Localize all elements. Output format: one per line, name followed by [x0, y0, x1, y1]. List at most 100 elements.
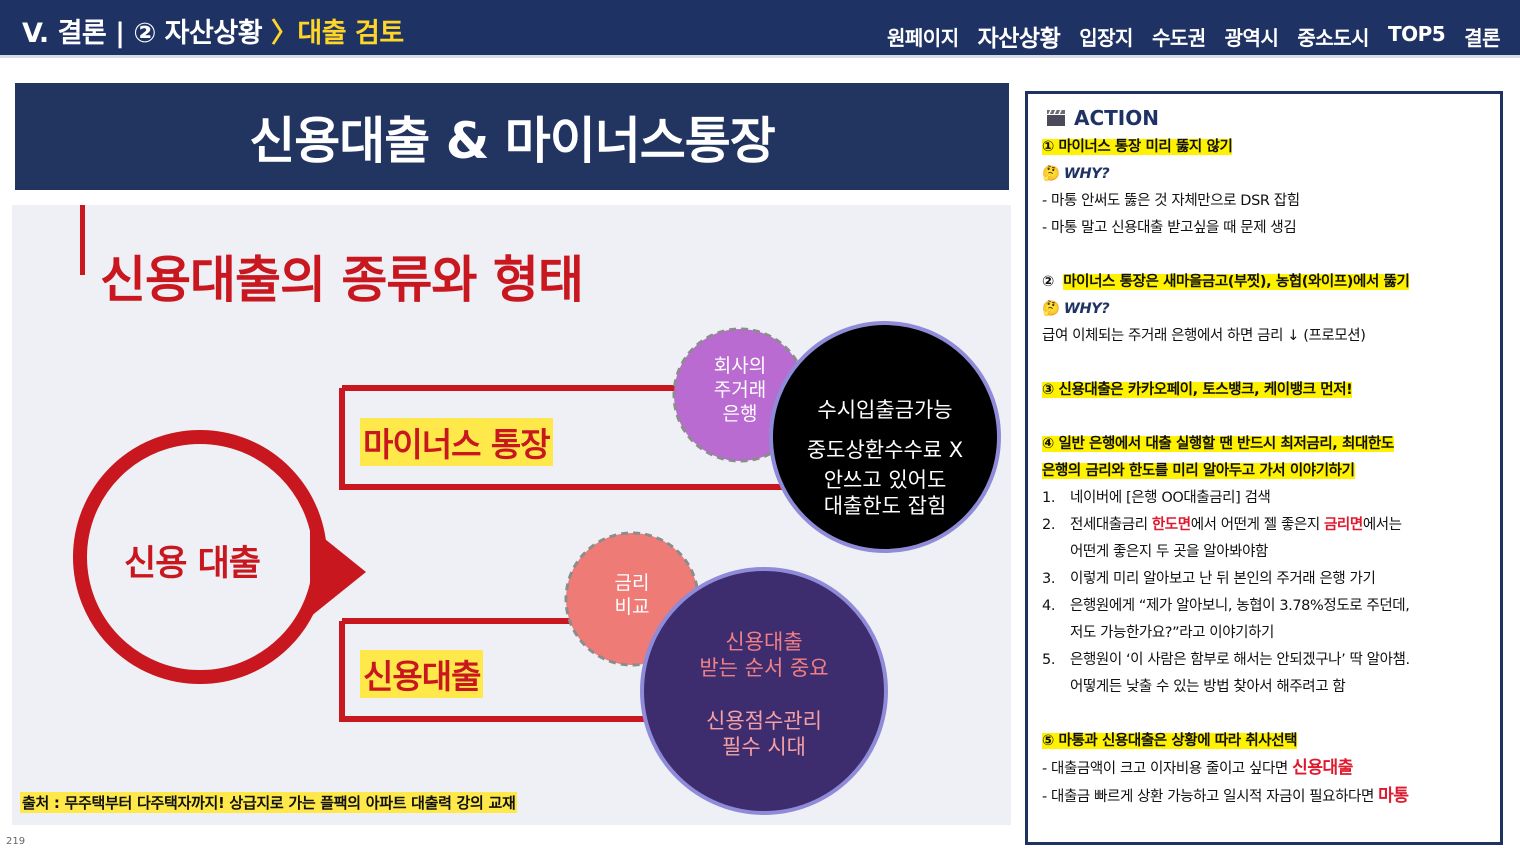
minus-feature-line: 중도상환수수료 X — [806, 437, 964, 462]
action-item-5-text: - 대출금 빠르게 상환 가능하고 일시적 자금이 필요하다면 — [1042, 789, 1379, 805]
action-item-4-title: ④ 일반 은행에서 대출 실행할 땐 반드시 최저금리, 최대한도 — [1042, 436, 1394, 452]
step-5-cont: 어떻게든 낮출 수 있는 방법 찾아서 해주려고 함 — [1070, 679, 1346, 695]
page-number: 219 — [6, 836, 26, 847]
minus-feature-line: 수시입출금가능 — [817, 398, 953, 422]
thinking-face-icon: 🤔 — [1042, 301, 1060, 317]
minus-feature-line: 대출한도 잡힘 — [823, 494, 947, 519]
action-item-2: ② 마이너스 통장은 새마을금고(부찟), 농협(와이프)에서 뚫기 — [1042, 269, 1490, 296]
section-title: V. 결론 | ② 자산상황 〉대출 검토 — [22, 11, 404, 50]
lower-connector — [339, 621, 652, 722]
step-3: 3. 이렇게 미리 알아보고 난 뒤 본인의 주거래 은행 가기 — [1042, 566, 1490, 593]
action-item-2-title: 마이너스 통장은 새마을금고(부찟), 농협(와이프)에서 뚫기 — [1063, 274, 1410, 290]
minus-account-label: 마이너스 통장 — [360, 418, 553, 466]
step-4: 4. 은행원에게 “제가 알아보니, 농협이 3.78%정도로 주던데, — [1042, 593, 1490, 620]
step-4-cont: 저도 가능한가요?”라고 이야기하기 — [1070, 625, 1274, 641]
section-title-main: V. 결론 | ② 자산상황 — [22, 18, 271, 49]
action-item-1: ① 마이너스 통장 미리 뚫지 않기 — [1042, 134, 1490, 161]
action-heading: ACTION — [1046, 106, 1490, 130]
step-text: 에서는 — [1362, 517, 1402, 533]
credit-order-text: 신용대출 받는 순서 중요 — [664, 629, 864, 682]
title-accent-bar — [80, 205, 85, 275]
action-item-2-line: 급여 이체되는 주거래 은행에서 하면 금리 ↓ (프로모션) — [1042, 328, 1366, 344]
company-bank-line: 은행 — [722, 402, 758, 425]
step-emphasis: 한도면 — [1151, 517, 1191, 533]
action-item-1-line: - 마통 안써도 뚫은 것 자체만으로 DSR 잡힘 — [1042, 193, 1300, 209]
banner-title: 신용대출 & 마이너스통장 — [249, 111, 775, 170]
action-item-4-title: 은행의 금리와 한도를 미리 알아두고 가서 이야기하기 — [1042, 463, 1355, 479]
thinking-face-icon: 🤔 — [1042, 166, 1060, 182]
action-item-5-emphasis: 마통 — [1378, 786, 1409, 806]
why-line: 🤔 WHY? — [1042, 161, 1490, 188]
center-credit-loan-label: 신용 대출 — [124, 544, 261, 584]
why-label: WHY? — [1063, 301, 1110, 317]
source-citation: 출처 : 무주택부터 다주택자까지! 상급지로 가는 플팩의 아파트 대출력 강… — [20, 792, 518, 813]
action-item-5-line: - 대출금액이 크고 이자비용 줄이고 싶다면 신용대출 — [1042, 755, 1490, 783]
nav-item-top5[interactable]: TOP5 — [1387, 22, 1446, 46]
nav-item-metro-city[interactable]: 광역시 — [1224, 26, 1279, 50]
section-title-highlight: 〉대출 검토 — [270, 18, 404, 49]
step-number: 4. — [1042, 598, 1056, 614]
rate-compare-line: 비교 — [614, 595, 650, 618]
action-item-5: ⑤ 마통과 신용대출은 상황에 따라 취사선택 — [1042, 728, 1490, 755]
credit-loan-features-bubble — [640, 567, 888, 815]
credit-loan-label: 신용대출 — [360, 650, 484, 698]
minus-account-features-bubble — [769, 321, 1001, 553]
clapperboard-icon — [1047, 109, 1065, 126]
action-item-2-num: ② — [1042, 274, 1054, 290]
step-2-cont: 어떤게 좋은지 두 곳을 알아봐야함 — [1070, 544, 1268, 560]
credit-feature-line: 신용점수관리 — [706, 709, 822, 733]
credit-feature-line: 받는 순서 중요 — [699, 656, 829, 681]
step-number: 2. — [1042, 517, 1056, 533]
company-bank-line: 주거래 — [713, 378, 767, 401]
step-text: 이렇게 미리 알아보고 난 뒤 본인의 주거래 은행 가기 — [1070, 571, 1376, 587]
action-item-5-emphasis: 신용대출 — [1292, 758, 1354, 778]
upper-connector — [339, 388, 802, 490]
nav-item-onepage[interactable]: 원페이지 — [887, 26, 959, 50]
step-number: 1. — [1042, 490, 1056, 506]
step-text: 에서 어떤게 젤 좋은지 — [1190, 517, 1324, 533]
credit-feature-line: 필수 시대 — [722, 735, 806, 760]
why-label: WHY? — [1063, 166, 1110, 182]
why-line: 🤔 WHY? — [1042, 296, 1490, 323]
step-text: 전세대출금리 — [1070, 517, 1152, 533]
nav-item-assets[interactable]: 자산상황 — [977, 26, 1061, 52]
step-2: 2. 전세대출금리 한도면에서 어떤게 젤 좋은지 금리면에서는 — [1042, 512, 1490, 539]
ring-arrow — [310, 527, 366, 617]
action-item-5-line: - 대출금 빠르게 상환 가능하고 일시적 자금이 필요하다면 마통 — [1042, 783, 1490, 811]
company-bank-text: 회사의 주거래 은행 — [690, 355, 790, 426]
action-item-1-title: ① 마이너스 통장 미리 뚫지 않기 — [1042, 139, 1233, 155]
credit-score-text: 신용점수관리 필수 시대 — [664, 708, 864, 761]
slide-figure: 신용대출의 종류와 형태 마이너스 통장 신용대출 신용 대출 회사의 주거래 … — [12, 205, 1011, 825]
step-1: 1. 네이버에 [은행 OO대출금리] 검색 — [1042, 485, 1490, 512]
rate-compare-text: 금리 비교 — [592, 572, 672, 620]
minus-feature-bottom-text: 안쓰고 있어도 대출한도 잡힘 — [785, 467, 985, 520]
action-item-5-text: - 대출금액이 크고 이자비용 줄이고 싶다면 — [1042, 761, 1293, 777]
slide-banner: 신용대출 & 마이너스통장 — [15, 83, 1009, 190]
step-text: 은행원에게 “제가 알아보니, 농협이 3.78%정도로 주던데, — [1070, 598, 1410, 614]
slide-subtitle: 신용대출의 종류와 형태 — [100, 251, 584, 309]
rate-compare-line: 금리 — [614, 572, 650, 594]
company-bank-line: 회사의 — [713, 355, 767, 377]
step-text: 은행원이 ‘이 사람은 함부로 해서는 안되겠구나’ 딱 알아챔. — [1070, 652, 1410, 668]
step-number: 5. — [1042, 652, 1056, 668]
loan-diagram — [73, 321, 1001, 815]
minus-feature-top-text: 수시입출금가능 중도상환수수료 X — [785, 391, 985, 471]
action-heading-text: ACTION — [1074, 106, 1159, 130]
nav-item-small-city[interactable]: 중소도시 — [1297, 26, 1369, 50]
action-item-4: ④ 일반 은행에서 대출 실행할 땐 반드시 최저금리, 최대한도 — [1042, 431, 1490, 458]
step-number: 3. — [1042, 571, 1056, 587]
credit-feature-line: 신용대출 — [725, 630, 803, 654]
step-emphasis: 금리면 — [1323, 517, 1363, 533]
step-text: 네이버에 [은행 OO대출금리] 검색 — [1070, 490, 1271, 506]
nav-item-capital-area[interactable]: 수도권 — [1151, 26, 1206, 50]
action-panel: ACTION ① 마이너스 통장 미리 뚫지 않기 🤔 WHY? - 마통 안써… — [1025, 91, 1503, 845]
action-item-1-line: - 마통 말고 신용대출 받고싶을 때 문제 생김 — [1042, 220, 1297, 236]
nav-menu: 원페이지 자산상황 입장지 수도권 광역시 중소도시 TOP5 결론 — [887, 22, 1500, 53]
minus-feature-line: 안쓰고 있어도 — [823, 468, 947, 492]
nav-item-ipjangji[interactable]: 입장지 — [1079, 26, 1133, 50]
action-item-4: 은행의 금리와 한도를 미리 알아두고 가서 이야기하기 — [1042, 458, 1490, 485]
step-5: 5. 은행원이 ‘이 사람은 함부로 해서는 안되겠구나’ 딱 알아챔. — [1042, 647, 1490, 674]
nav-item-conclusion[interactable]: 결론 — [1464, 26, 1500, 50]
action-item-3-title: ③ 신용대출은 카카오페이, 토스뱅크, 케이뱅크 먼저! — [1042, 382, 1353, 398]
action-item-3: ③ 신용대출은 카카오페이, 토스뱅크, 케이뱅크 먼저! — [1042, 377, 1490, 404]
